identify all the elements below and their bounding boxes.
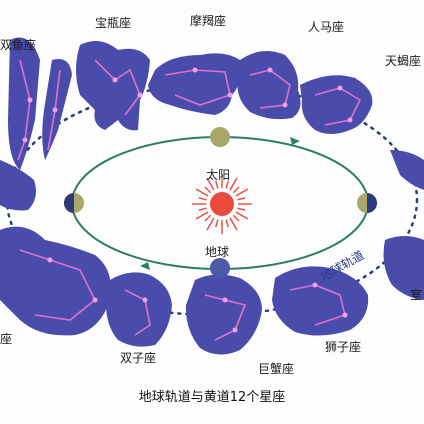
label-scorpio: 天蝎座 xyxy=(385,54,422,68)
sun-ray xyxy=(215,219,219,228)
sun-ray xyxy=(206,217,215,231)
orbit-arrow-top xyxy=(290,137,300,145)
label-left-cut: 座 xyxy=(0,332,13,346)
diagram-title: 地球轨道与黄道12个星座 xyxy=(138,390,286,405)
label-right-cut: 室 xyxy=(410,288,423,302)
earth-top xyxy=(210,127,230,147)
sun-ray xyxy=(235,211,249,220)
sun xyxy=(192,174,252,234)
label-aquarius: 宝瓶座 xyxy=(95,16,132,30)
sun-ray xyxy=(229,217,238,231)
sun-core xyxy=(210,192,234,216)
sun-ray xyxy=(237,197,246,201)
sun-ray xyxy=(198,197,207,201)
label-sagittarius: 人马座 xyxy=(308,20,345,34)
label-pisces: 双鱼座 xyxy=(0,38,37,52)
earth-label: 地球 xyxy=(205,245,230,259)
earth-bottom xyxy=(210,258,230,278)
scorpio-silhouette xyxy=(300,75,424,190)
sun-ray xyxy=(225,180,229,189)
earth-right xyxy=(357,193,377,213)
cancer-silhouette xyxy=(185,274,262,355)
gemini-silhouette xyxy=(105,272,172,347)
star-lines xyxy=(17,59,362,341)
earth-left xyxy=(64,193,84,213)
aquarius-silhouette xyxy=(76,41,150,131)
sun-ray xyxy=(235,188,249,197)
sun-label: 太阳 xyxy=(206,168,231,182)
sun-ray xyxy=(198,207,207,211)
sagittarius-silhouette xyxy=(237,51,301,120)
label-leo: 狮子座 xyxy=(325,340,362,354)
star-dots xyxy=(22,67,353,333)
aries-silhouette xyxy=(0,226,111,336)
sun-ray xyxy=(237,207,246,211)
label-cancer: 巨蟹座 xyxy=(258,362,295,376)
sun-ray xyxy=(204,186,212,194)
sun-ray xyxy=(225,219,229,228)
virgo-silhouette xyxy=(383,236,424,300)
sun-ray xyxy=(195,188,209,197)
orbit-arrow-bottom xyxy=(140,262,150,270)
pisces-silhouette xyxy=(8,37,72,170)
sun-ray xyxy=(204,214,212,222)
label-capricorn: 摩羯座 xyxy=(190,14,227,28)
sun-ray xyxy=(195,211,209,220)
sun-ray xyxy=(215,180,219,189)
sun-ray xyxy=(206,177,215,191)
sun-ray xyxy=(232,186,240,194)
leo-silhouette xyxy=(272,266,369,336)
sun-ray xyxy=(232,214,240,222)
sun-ray xyxy=(229,177,238,191)
taurus-silhouette xyxy=(0,160,36,211)
earth-positions xyxy=(64,127,377,278)
label-gemini: 双子座 xyxy=(120,351,157,365)
